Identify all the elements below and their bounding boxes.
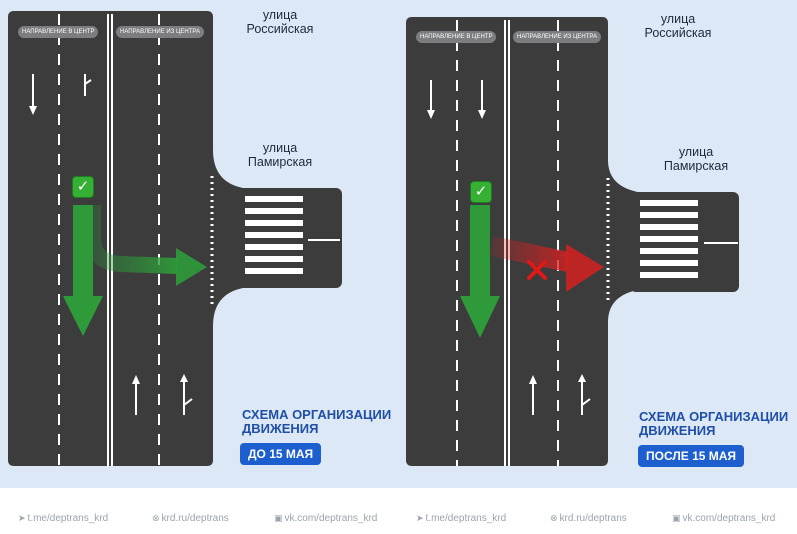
lane-arrow-down — [478, 80, 486, 119]
lane-arrow-up-right — [180, 374, 193, 415]
forbidden-turn-shaft — [489, 236, 571, 272]
vk-link[interactable]: ▣vk.com/deptrans_krd — [672, 513, 776, 524]
crosswalk — [245, 196, 303, 274]
lane-arrow-down-right — [84, 74, 92, 96]
telegram-link[interactable]: ➤t.me/deptrans_krd — [416, 513, 507, 524]
telegram-link[interactable]: ➤t.me/deptrans_krd — [18, 513, 109, 524]
link-icon: ⊗ — [550, 513, 558, 523]
scheme-title-line1: СХЕМА ОРГАНИЗАЦИИ — [639, 409, 789, 424]
stop-line — [704, 242, 738, 244]
straight-arrow-shaft — [73, 205, 93, 300]
direction-to-center-label: направление в центр — [18, 26, 99, 38]
date-badge: ПОСЛЕ 15 МАЯ — [638, 445, 745, 467]
street-side-label: улица Памирская — [663, 145, 729, 173]
street-side-label: улица Памирская — [247, 141, 313, 169]
website-link[interactable]: ⊗krd.ru/deptrans — [152, 513, 229, 524]
direction-to-center-label: направление в центр — [416, 31, 497, 43]
link-icon: ⊗ — [152, 513, 160, 523]
lane-arrow-up — [529, 375, 537, 415]
straight-arrow-head — [63, 296, 103, 336]
right-turn-arrowhead — [176, 248, 207, 286]
lane-arrow-up — [132, 375, 140, 415]
road-scheme-before — [8, 11, 342, 466]
vk-link[interactable]: ▣vk.com/deptrans_krd — [274, 513, 378, 524]
road-scheme-after — [406, 17, 739, 466]
footer-left: ➤t.me/deptrans_krd ⊗krd.ru/deptrans ▣vk.… — [0, 505, 398, 531]
check-icon: ✓ — [72, 176, 94, 198]
vk-icon: ▣ — [274, 513, 283, 523]
straight-arrow-shaft — [470, 205, 490, 300]
street-main-label: улица Российская — [644, 12, 712, 40]
scheme-title-line1: СХЕМА ОРГАНИЗАЦИИ — [242, 407, 392, 422]
main-road — [406, 17, 638, 466]
straight-arrow-head — [460, 296, 500, 338]
lane-arrow-up-right — [578, 374, 591, 415]
lane-arrow-down — [427, 80, 435, 119]
right-turn-arrow — [85, 205, 179, 274]
direction-from-center-label: направление из центра — [116, 26, 205, 38]
date-badge: ДО 15 МАЯ — [240, 443, 322, 465]
panel-before: направление в центр направление из центр… — [0, 0, 398, 488]
scheme-title-line2: ДВИЖЕНИЯ — [639, 423, 716, 438]
check-icon: ✓ — [470, 181, 492, 203]
main-road — [8, 11, 243, 466]
stop-line — [308, 239, 340, 241]
forbidden-turn-arrowhead — [566, 244, 604, 292]
direction-from-center-label: направление из центра — [513, 31, 602, 43]
lane-arrow-down — [29, 74, 37, 115]
panel-after: направление в центр направление из центр… — [398, 0, 797, 488]
scheme-title-line2: ДВИЖЕНИЯ — [242, 421, 319, 436]
website-link[interactable]: ⊗krd.ru/deptrans — [550, 513, 627, 524]
telegram-icon: ➤ — [18, 513, 26, 523]
telegram-icon: ➤ — [416, 513, 424, 523]
cross-icon — [527, 260, 547, 280]
crosswalk — [640, 200, 698, 278]
street-main-label: улица Российская — [246, 8, 314, 36]
footer-right: ➤t.me/deptrans_krd ⊗krd.ru/deptrans ▣vk.… — [398, 505, 797, 531]
vk-icon: ▣ — [672, 513, 681, 523]
